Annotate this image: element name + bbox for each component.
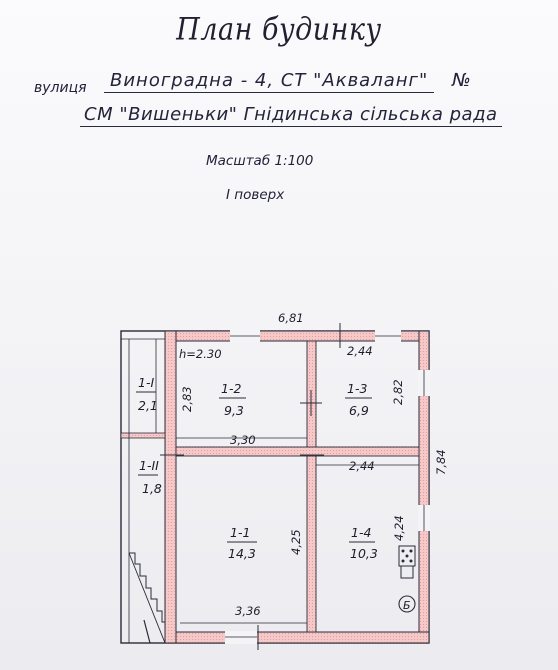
room-11-area: 14,3 [228, 546, 256, 561]
overall-width-label: 6,81 [278, 311, 304, 325]
wall-interior-vertical [306, 340, 317, 633]
room-12-area: 9,3 [224, 403, 244, 418]
scale-label: Масштаб 1:100 [206, 153, 314, 169]
floor-label: І поверх [226, 187, 285, 203]
room11-depth-label: 4,25 [289, 529, 303, 555]
boiler-mark-label: Б [403, 599, 411, 612]
room-14-area: 10,3 [350, 546, 378, 561]
settlement-text: СМ "Вишеньки" Гнідинська сільська рада [80, 104, 502, 127]
wall-interior-horizontal [175, 446, 420, 457]
room-12-id: 1-2 [221, 381, 241, 396]
street-address-text: Виноградна - 4, СТ "Акваланг" [104, 70, 435, 93]
room11-width-label: 3,36 [235, 604, 261, 618]
room-veranda1-id: 1-І [138, 375, 154, 390]
room13-depth-label: 2,82 [391, 379, 405, 405]
overall-depth-label: 7,84 [434, 449, 448, 475]
room-veranda2-id: 1-ІІ [139, 458, 159, 473]
height-label: h=2.30 [179, 347, 222, 361]
wall-bottom [164, 631, 430, 644]
street-label: вулиця [34, 80, 87, 96]
room-14-id: 1-4 [351, 525, 371, 540]
room-veranda1-area: 2,1 [138, 398, 158, 413]
room14-depth-label: 4,24 [392, 515, 406, 541]
wall-veranda-partition [120, 432, 166, 439]
wall-left-main [164, 330, 177, 644]
settlement: СМ "Вишеньки" Гнідинська сільська рада [80, 104, 502, 127]
room-11-id: 1-1 [230, 525, 250, 540]
room12-depth-label: 2,83 [180, 386, 194, 412]
document-title: План будинку [176, 11, 382, 48]
room-13-area: 6,9 [349, 403, 369, 418]
number-label: № [452, 70, 471, 91]
room12-width-label: 3,30 [230, 433, 256, 447]
street-address: Виноградна - 4, СТ "Акваланг" [104, 70, 435, 93]
room-13-id: 1-3 [347, 381, 367, 396]
room14-width-label: 2,44 [349, 459, 375, 473]
room13-width-label: 2,44 [347, 344, 373, 358]
room-veranda2-area: 1,8 [142, 481, 162, 496]
boiler-mark-circle [398, 595, 416, 613]
staircase [129, 552, 165, 623]
